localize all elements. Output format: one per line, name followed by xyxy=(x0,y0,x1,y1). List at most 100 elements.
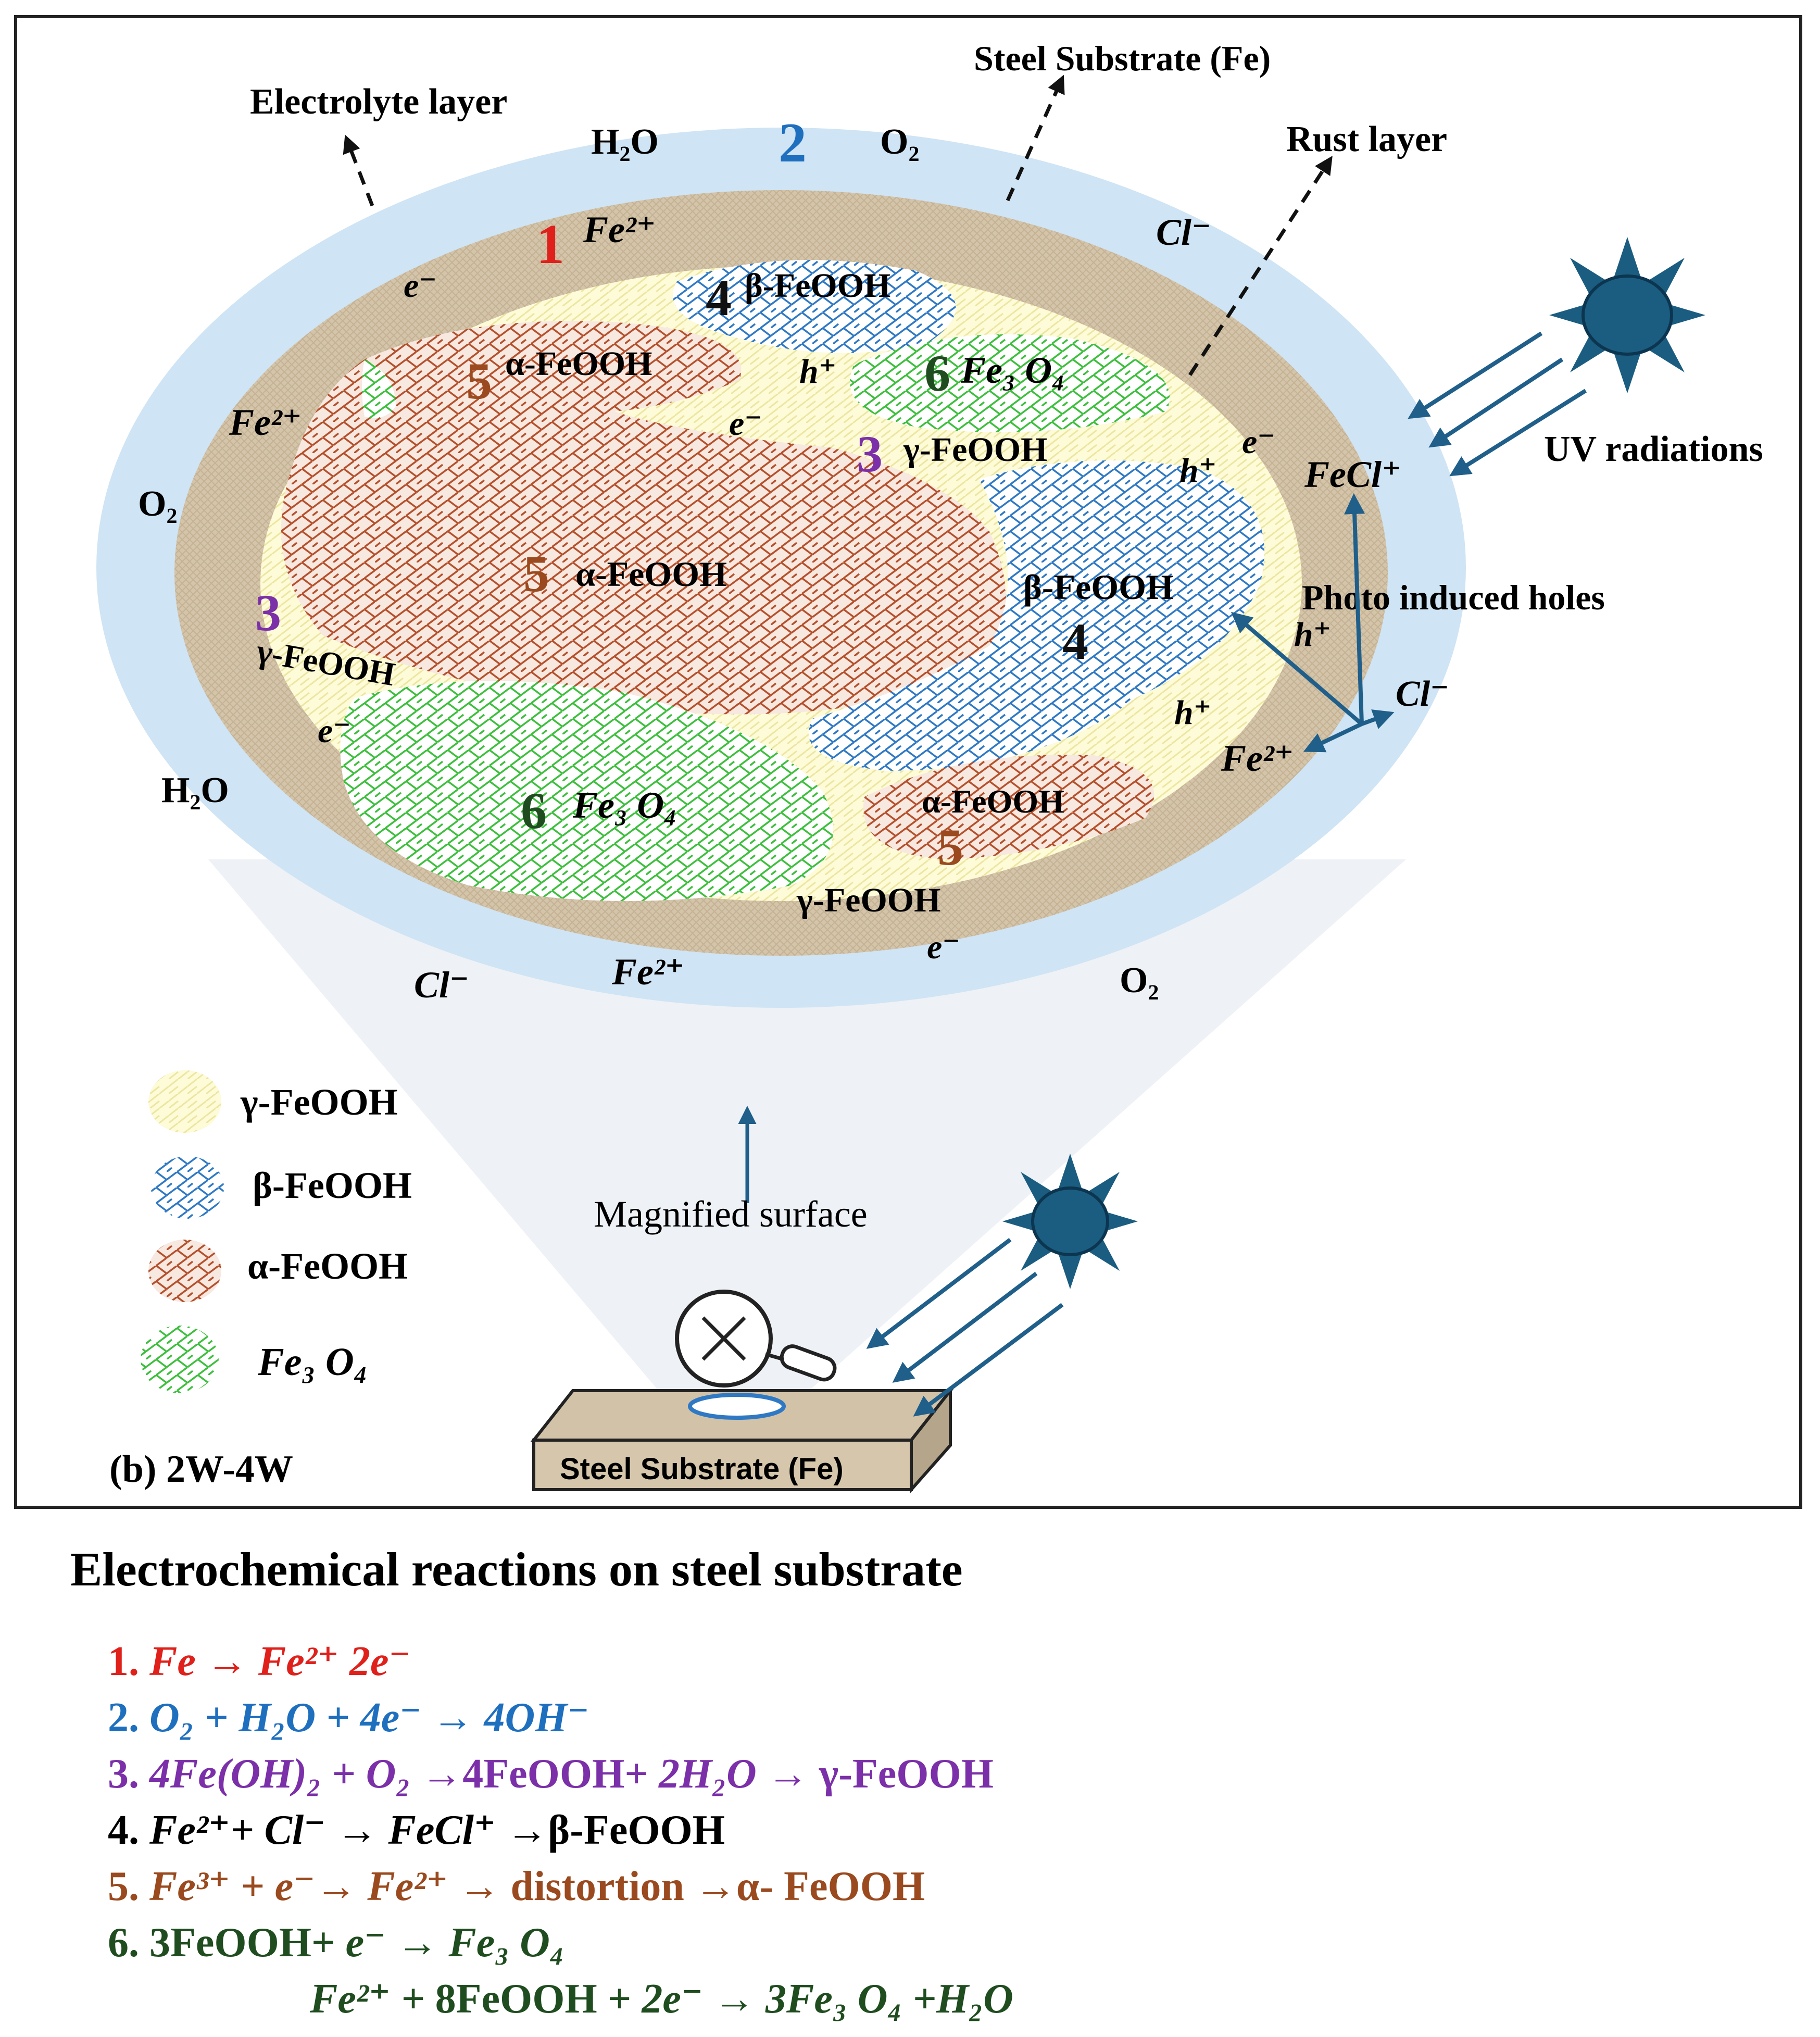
fecl-label: FeCl⁺ xyxy=(1304,454,1401,495)
beta-region-top xyxy=(673,260,956,353)
h-label-lower: h⁺ xyxy=(1174,694,1212,732)
uv-radiations-label: UV radiations xyxy=(1544,429,1763,469)
h2o-label-top: H₂O xyxy=(591,122,659,162)
fe2-label-top: Fe²⁺ xyxy=(583,209,656,251)
equation-part: Fe³⁺ + e⁻→ Fe²⁺ → xyxy=(149,1864,511,1909)
legend-item-beta: β-FeOOH xyxy=(151,1156,412,1219)
equation-part: Fe²⁺+ Cl⁻ → FeCl⁺ → xyxy=(149,1807,548,1853)
alpha-label-main: α-FeOOH xyxy=(575,554,727,594)
equations-title: Electrochemical reactions on steel subst… xyxy=(70,1543,963,1596)
equation-part: 4Fe(OH)₂ + O₂ → xyxy=(149,1751,463,1797)
equation-1: 1. Fe → Fe²⁺ 2e⁻ xyxy=(108,1633,1789,1690)
equation-3: 3. 4Fe(OH)₂ + O₂ →4FeOOH+ 2H₂O → γ-FeOOH xyxy=(108,1746,1789,1802)
cl-label-bottom: Cl⁻ xyxy=(414,964,469,1006)
steel-substrate-block: Steel Substrate (Fe) xyxy=(530,1386,954,1494)
photo-induced-holes-label: Photo induced holes xyxy=(1302,578,1605,617)
sun-icon-bottom xyxy=(1002,1154,1138,1289)
equation-number: 3. xyxy=(108,1751,149,1797)
legend-swatch-fe3o4 xyxy=(141,1326,219,1393)
equation-part: e⁻ → Fe₃ O₄ xyxy=(345,1920,564,1966)
equation-part: Fe²⁺ + xyxy=(310,1976,435,2022)
fe3o4-region-bottom xyxy=(340,681,833,901)
steel-substrate-block-label: Steel Substrate (Fe) xyxy=(560,1452,844,1486)
reaction-number-4-right: 4 xyxy=(1062,613,1088,670)
equation-5: 5. Fe³⁺ + e⁻→ Fe²⁺ → distortion →α- FeOO… xyxy=(108,1858,1789,1915)
reaction-number-5-top: 5 xyxy=(466,352,492,410)
electrolyte-layer-label: Electrolyte layer xyxy=(250,82,507,122)
sun-icon-top xyxy=(1549,237,1705,393)
legend-label-fe3o4: Fe₃ O₄ xyxy=(257,1340,368,1384)
e-label-right: e⁻ xyxy=(1242,423,1275,461)
fe2-label-left: Fe²⁺ xyxy=(229,402,302,443)
magnifier-icon xyxy=(675,1290,837,1388)
equation-part: β-FeOOH xyxy=(548,1807,725,1853)
fe3o4-region-top xyxy=(850,334,1170,432)
legend-swatch-gamma xyxy=(148,1070,221,1133)
legend-label-alpha: α-FeOOH xyxy=(247,1245,408,1287)
e-label-top-left: e⁻ xyxy=(404,267,437,305)
cl-label-right: Cl⁻ xyxy=(1396,674,1449,714)
equation-number: 5. xyxy=(108,1864,149,1909)
photo-hole-arrows xyxy=(1231,493,1395,753)
h-label-photo: h⁺ xyxy=(1294,616,1332,654)
fe3o4-label-bottom: Fe₃ O₄ xyxy=(572,784,677,826)
equation-part: γ-FeOOH xyxy=(819,1751,994,1797)
equation-6: 6. 3FeOOH+ e⁻ → Fe₃ O₄ xyxy=(108,1915,1789,1971)
equations-list: 1. Fe → Fe²⁺ 2e⁻2. O₂ + H₂O + 4e⁻ → 4OH⁻… xyxy=(70,1633,1789,2027)
reaction-number-1: 1 xyxy=(536,214,564,276)
legend-swatch-alpha xyxy=(148,1240,221,1302)
o2-label-bottom: O₂ xyxy=(1120,960,1159,1001)
beta-label-right: β-FeOOH xyxy=(1023,567,1174,607)
reaction-number-5-main: 5 xyxy=(523,545,549,603)
reaction-number-3-center: 3 xyxy=(857,425,883,483)
equation-number: 1. xyxy=(108,1639,149,1684)
e-label-bottom: e⁻ xyxy=(927,928,960,966)
magnified-surface-label: Magnified surface xyxy=(594,1193,868,1235)
uv-arrows-bottom xyxy=(866,1238,1064,1417)
equation-part: 3FeOOH+ xyxy=(149,1920,346,1966)
h-label-top: h⁺ xyxy=(799,353,837,391)
alpha-label-small: α-FeOOH xyxy=(922,783,1064,820)
panel-caption: (b) 2W-4W xyxy=(109,1448,293,1491)
steel-substrate-label-top: Steel Substrate (Fe) xyxy=(974,39,1271,78)
uv-arrows-top xyxy=(1408,331,1587,477)
reaction-number-4-top: 4 xyxy=(706,269,732,327)
corrosion-diagram: Electrolyte layer Steel Substrate (Fe) R… xyxy=(14,15,1802,1509)
reaction-number-6-top: 6 xyxy=(924,344,950,402)
fe3o4-label-top: Fe₃ O₄ xyxy=(960,349,1065,391)
reaction-number-3-left: 3 xyxy=(255,584,281,642)
o2-label-top: O₂ xyxy=(880,122,919,162)
alpha-label-top: α-FeOOH xyxy=(505,345,652,383)
e-label-center: e⁻ xyxy=(729,405,762,443)
o2-label-left: O₂ xyxy=(138,484,177,524)
legend-swatch-beta xyxy=(151,1156,224,1219)
gamma-label-bottom: γ-FeOOH xyxy=(796,881,940,919)
equation-number: 2. xyxy=(108,1695,149,1741)
magnification-cone xyxy=(208,859,1406,1406)
equations-section: Electrochemical reactions on steel subst… xyxy=(70,1542,1789,2027)
rust-layer-label: Rust layer xyxy=(1286,119,1447,159)
fe2-label-right: Fe²⁺ xyxy=(1221,738,1294,779)
legend-label-gamma: γ-FeOOH xyxy=(240,1081,398,1123)
equation-part: distortion →α- FeOOH xyxy=(510,1864,925,1909)
legend-item-fe3o4: Fe₃ O₄ xyxy=(141,1326,368,1393)
legend-label-beta: β-FeOOH xyxy=(253,1165,412,1206)
legend-item-gamma: γ-FeOOH xyxy=(148,1070,398,1133)
equation-number: 6. xyxy=(108,1920,149,1966)
e-label-left: e⁻ xyxy=(318,712,351,750)
legend: γ-FeOOH β-FeOOH α-FeOOH Fe₃ O₄ xyxy=(141,1070,412,1393)
reaction-number-6-bottom: 6 xyxy=(521,782,547,840)
equation-part: 2H₂O → xyxy=(658,1751,819,1797)
equation-number: 4. xyxy=(108,1807,149,1853)
gamma-label-top: γ-FeOOH xyxy=(903,431,1047,469)
equation-4: 4. Fe²⁺+ Cl⁻ → FeCl⁺ →β-FeOOH xyxy=(108,1802,1789,1858)
equation-2: 2. O₂ + H₂O + 4e⁻ → 4OH⁻ xyxy=(108,1690,1789,1746)
h2o-label-left: H₂O xyxy=(161,770,229,810)
beta-label-top: β-FeOOH xyxy=(745,267,890,305)
alpha-region-small xyxy=(863,755,1154,859)
cl-label-top: Cl⁻ xyxy=(1156,211,1211,253)
reaction-number-2: 2 xyxy=(779,112,807,174)
h-label-right: h⁺ xyxy=(1179,452,1217,490)
equation-7: Fe²⁺ + 8FeOOH + 2e⁻ → 3Fe₃ O₄ +H₂O xyxy=(310,1971,1789,2027)
equation-part: 4FeOOH+ xyxy=(462,1751,659,1797)
